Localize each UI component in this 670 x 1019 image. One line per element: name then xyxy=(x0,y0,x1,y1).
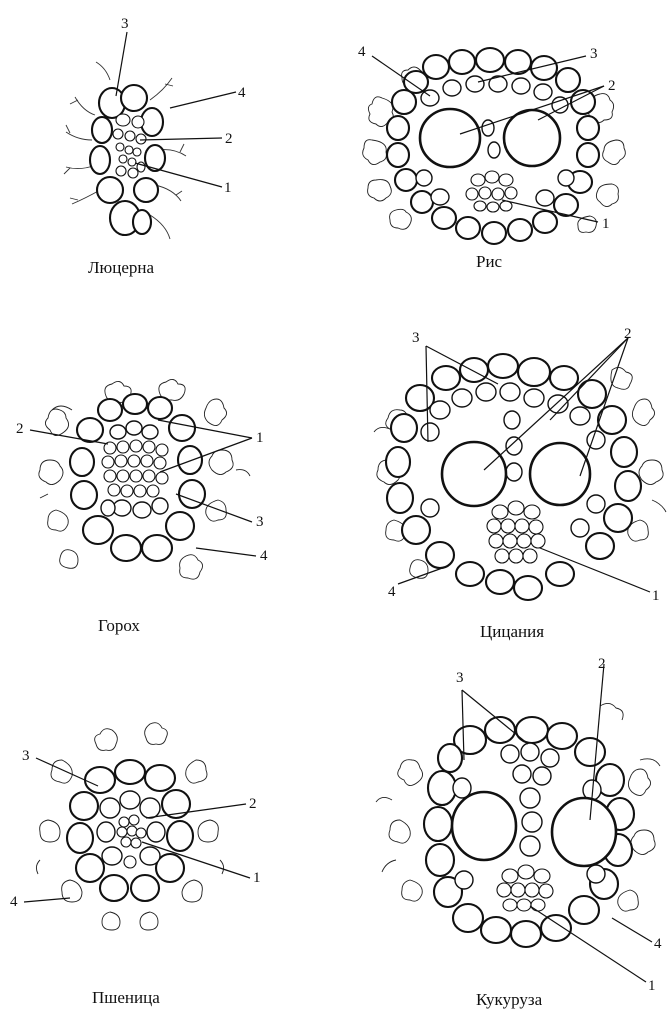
figure-pea: 2 1 3 4 xyxy=(16,379,268,579)
rice-label-1: 1 xyxy=(602,216,610,232)
zizania-label-3: 3 xyxy=(412,330,420,346)
wheat-label-4: 4 xyxy=(10,894,18,910)
wheat-label-2: 2 xyxy=(249,796,257,812)
lucerne-label-2: 2 xyxy=(225,131,233,147)
maize-phloem xyxy=(497,865,553,911)
zizania-label-2: 2 xyxy=(624,326,632,342)
caption-maize: Кукуруза xyxy=(476,990,542,1010)
wheat-label-3: 3 xyxy=(22,748,30,764)
wheat-stele xyxy=(97,791,165,868)
figure-lucerne: 3 4 2 1 xyxy=(64,16,246,239)
pea-label-4: 4 xyxy=(260,548,268,564)
rice-label-2: 2 xyxy=(608,78,616,94)
figure-rice: 4 3 2 1 xyxy=(358,44,625,244)
caption-wheat: Пшеница xyxy=(92,988,160,1008)
caption-zizania: Цицания xyxy=(480,622,544,642)
caption-pea: Горох xyxy=(98,616,140,636)
zizania-phloem xyxy=(487,501,545,563)
lucerne-label-4: 4 xyxy=(238,85,246,101)
caption-lucerne: Люцерна xyxy=(88,258,154,278)
rice-label-3: 3 xyxy=(590,46,598,62)
zizania-label-4: 4 xyxy=(388,584,396,600)
maize-label-1: 1 xyxy=(648,978,656,994)
rice-phloem xyxy=(466,171,517,212)
maize-label-2: 2 xyxy=(598,656,606,672)
rice-vessels xyxy=(420,109,560,167)
lucerne-cells xyxy=(90,85,165,235)
figure-zizania: 3 2 4 1 xyxy=(374,326,666,604)
figure-wheat: 3 2 1 4 xyxy=(10,723,261,930)
maize-label-4: 4 xyxy=(654,936,662,952)
caption-rice: Рис xyxy=(476,252,502,272)
rice-label-4: 4 xyxy=(358,44,366,60)
pea-label-3: 3 xyxy=(256,514,264,530)
maize-label-3: 3 xyxy=(456,670,464,686)
pea-stele xyxy=(101,421,168,518)
pea-label-1: 1 xyxy=(256,430,264,446)
lucerne-label-1: 1 xyxy=(224,180,232,196)
pea-label-2: 2 xyxy=(16,421,24,437)
figure-maize: 3 2 4 1 xyxy=(376,656,662,994)
lucerne-label-3: 3 xyxy=(121,16,129,32)
zizania-label-1: 1 xyxy=(652,588,660,604)
wheat-label-1: 1 xyxy=(253,870,261,886)
